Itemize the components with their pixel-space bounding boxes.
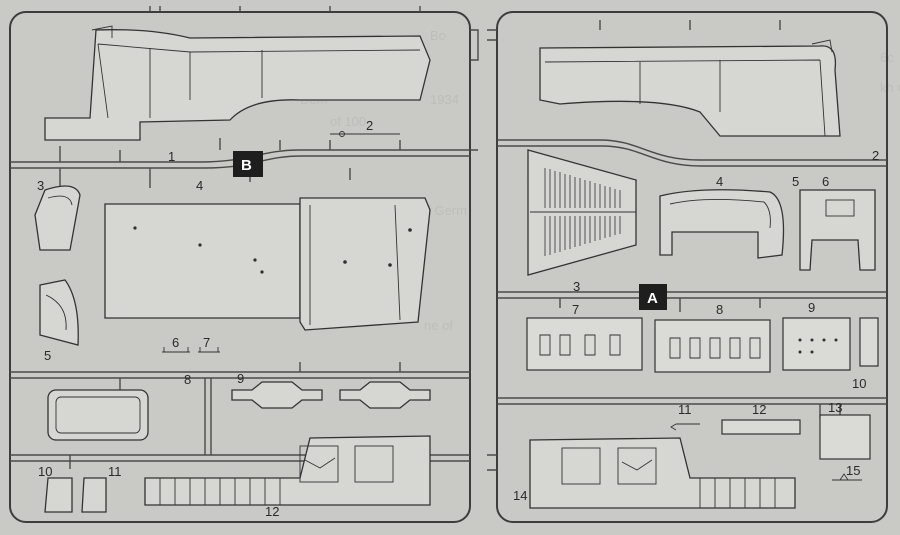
sprue-b-tag: B bbox=[233, 151, 263, 177]
bleed-text-4: of Germ bbox=[420, 203, 467, 218]
label-a13: 13 bbox=[828, 400, 842, 415]
part-a9-dashboard bbox=[782, 317, 851, 371]
label-a11: 11 bbox=[678, 402, 692, 417]
part-a4-cowl bbox=[659, 189, 785, 259]
part-b7-clip bbox=[198, 347, 220, 353]
part-a8-panel bbox=[654, 319, 771, 373]
part-b9-axles bbox=[231, 381, 431, 409]
part-a3-hood bbox=[527, 149, 637, 276]
label-b6: 6 bbox=[172, 335, 179, 350]
label-b9: 9 bbox=[237, 371, 244, 386]
label-a8: 8 bbox=[716, 302, 723, 317]
part-a14-running-board bbox=[529, 437, 796, 509]
label-a10: 10 bbox=[852, 376, 866, 391]
label-a9: 9 bbox=[808, 300, 815, 315]
bleed-text-2: 1934 bbox=[430, 92, 459, 107]
sprue-b: 1 2 3 4 5 6 7 8 9 10 11 12 B bbox=[9, 6, 479, 523]
label-b12: 12 bbox=[265, 504, 279, 519]
part-b2-rod bbox=[330, 131, 400, 137]
sprue-a: 2 3 4 5 6 7 8 9 10 11 12 13 14 15 A bbox=[487, 11, 888, 523]
runner-a-1b bbox=[497, 145, 887, 167]
bleed-through-text: Dem 1934 of 100 of Germ ne of 6c kh ve B… bbox=[300, 28, 900, 333]
part-a11-pin bbox=[670, 423, 700, 431]
label-b7: 7 bbox=[203, 335, 210, 350]
label-b8: 8 bbox=[184, 372, 191, 387]
part-b6-clip bbox=[162, 347, 190, 353]
sprue-b-stubs bbox=[149, 6, 479, 151]
part-a5-a6-seat bbox=[799, 189, 876, 271]
label-b3: 3 bbox=[37, 178, 44, 193]
part-b10 bbox=[44, 477, 73, 513]
sprue-a-stubs bbox=[487, 29, 497, 471]
part-a-side-panel bbox=[539, 39, 841, 137]
label-a15: 15 bbox=[846, 463, 860, 478]
part-b3-bracket bbox=[34, 185, 81, 251]
bleed-text-8: Bo bbox=[430, 28, 446, 43]
label-a6: 6 bbox=[822, 174, 829, 189]
label-b2: 2 bbox=[366, 118, 373, 133]
runner-b-vertical bbox=[204, 378, 212, 455]
sprue-a-frame bbox=[496, 11, 888, 523]
bleed-text-3: of 100 bbox=[330, 114, 366, 129]
label-b1: 1 bbox=[168, 149, 175, 164]
part-b8-frame bbox=[47, 389, 149, 441]
label-b11: 11 bbox=[108, 464, 122, 479]
part-a15 bbox=[832, 473, 862, 481]
part-a10 bbox=[859, 317, 879, 367]
sprue-b-letter: B bbox=[241, 157, 252, 174]
part-b5-bracket bbox=[39, 279, 79, 346]
label-a2: 2 bbox=[872, 148, 879, 163]
part-b1-side-panel bbox=[44, 25, 431, 141]
bleed-text-5: ne of bbox=[424, 318, 453, 333]
label-b10: 10 bbox=[38, 464, 52, 479]
label-a7: 7 bbox=[572, 302, 579, 317]
sprue-a-tag: A bbox=[639, 284, 667, 310]
part-b4-floor-plate bbox=[104, 197, 431, 331]
sprue-a-letter: A bbox=[647, 290, 658, 307]
label-b5: 5 bbox=[44, 348, 51, 363]
bleed-text-7: kh ve bbox=[880, 80, 900, 95]
runner-a-1 bbox=[497, 139, 887, 161]
part-a7-panel bbox=[526, 317, 643, 371]
part-b12-running-board bbox=[144, 435, 431, 506]
part-a13 bbox=[819, 414, 871, 460]
part-b11 bbox=[81, 477, 107, 513]
label-b4: 4 bbox=[196, 178, 203, 193]
label-a4: 4 bbox=[716, 174, 723, 189]
hood-louvers bbox=[544, 168, 621, 256]
label-a14: 14 bbox=[513, 488, 527, 503]
label-a3: 3 bbox=[573, 279, 580, 294]
part-a12 bbox=[721, 419, 801, 435]
label-a12: 12 bbox=[752, 402, 766, 417]
label-a5: 5 bbox=[792, 174, 799, 189]
